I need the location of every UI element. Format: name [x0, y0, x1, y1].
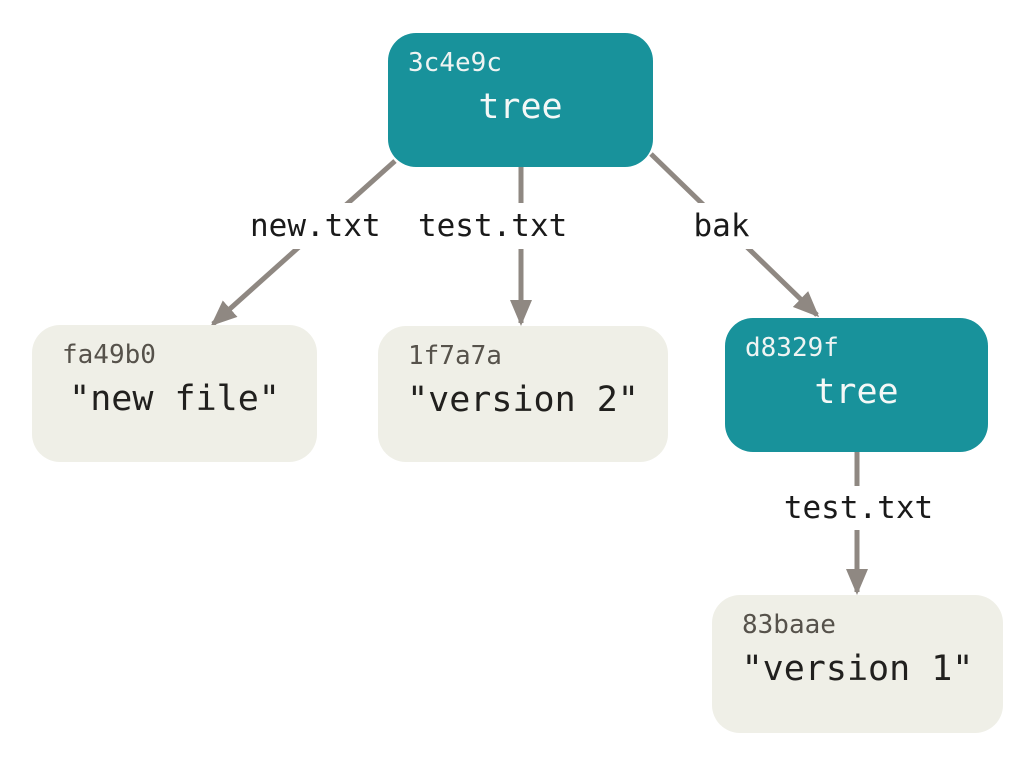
node-content: "new file" [69, 379, 280, 419]
node-hash: 3c4e9c [408, 48, 502, 78]
node-content: "version 1" [741, 649, 974, 689]
node-root-tree: 3c4e9c tree [388, 33, 653, 167]
edge-label-test-txt: test.txt [716, 486, 1001, 530]
node-hash: 1f7a7a [408, 341, 502, 371]
node-type-label: tree [814, 372, 899, 412]
node-hash: fa49b0 [62, 340, 156, 370]
node-blob-version1: 83baae "version 1" [712, 595, 1003, 733]
edge-label-bak: bak [670, 203, 773, 249]
node-hash: d8329f [745, 333, 839, 363]
edge-label-root-files: new.txt test.txt [242, 203, 638, 249]
node-blob-new-file: fa49b0 "new file" [32, 325, 317, 462]
node-sub-tree: d8329f tree [725, 318, 988, 452]
node-type-label: tree [478, 87, 563, 127]
node-blob-version2: 1f7a7a "version 2" [378, 326, 668, 462]
node-hash: 83baae [742, 610, 836, 640]
node-content: "version 2" [407, 380, 639, 420]
